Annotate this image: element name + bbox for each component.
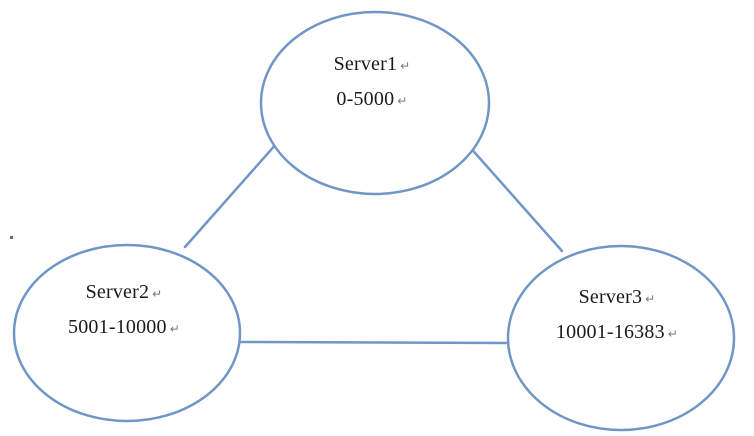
return-mark-icon: ↵ <box>400 59 411 73</box>
return-mark-icon: ↵ <box>152 287 163 301</box>
return-mark-icon: ↵ <box>169 322 180 336</box>
return-mark-icon: ↵ <box>645 292 656 306</box>
server2-name: Server2 <box>85 281 150 303</box>
server2-range-line: 5001-10000↵ <box>14 311 234 346</box>
node-server2-ellipse <box>12 243 242 423</box>
server2-slot-range: 5001-10000 <box>68 316 167 338</box>
server3-name-line: Server3↵ <box>507 281 727 316</box>
node-server2-label: Server2↵ 5001-10000↵ <box>14 276 234 346</box>
edge-server2-server3 <box>238 340 508 345</box>
server1-name: Server1 <box>333 53 398 75</box>
server1-range-line: 0-5000↵ <box>262 83 482 118</box>
server3-name: Server3 <box>578 286 643 308</box>
server1-slot-range: 0-5000 <box>336 88 395 110</box>
edge-server1-server3 <box>466 143 564 253</box>
server3-slot-range: 10001-16383 <box>555 321 665 343</box>
node-server3-ellipse <box>506 244 736 432</box>
stray-mark-dot <box>10 236 13 239</box>
node-server1-label: Server1↵ 0-5000↵ <box>262 48 482 118</box>
node-server3-label: Server3↵ 10001-16383↵ <box>507 281 727 351</box>
server3-range-line: 10001-16383↵ <box>507 316 727 351</box>
return-mark-icon: ↵ <box>397 94 408 108</box>
node-server1-ellipse <box>259 10 491 196</box>
server1-name-line: Server1↵ <box>262 48 482 83</box>
server2-name-line: Server2↵ <box>14 276 234 311</box>
edge-server1-server2 <box>183 141 279 249</box>
return-mark-icon: ↵ <box>667 327 679 341</box>
